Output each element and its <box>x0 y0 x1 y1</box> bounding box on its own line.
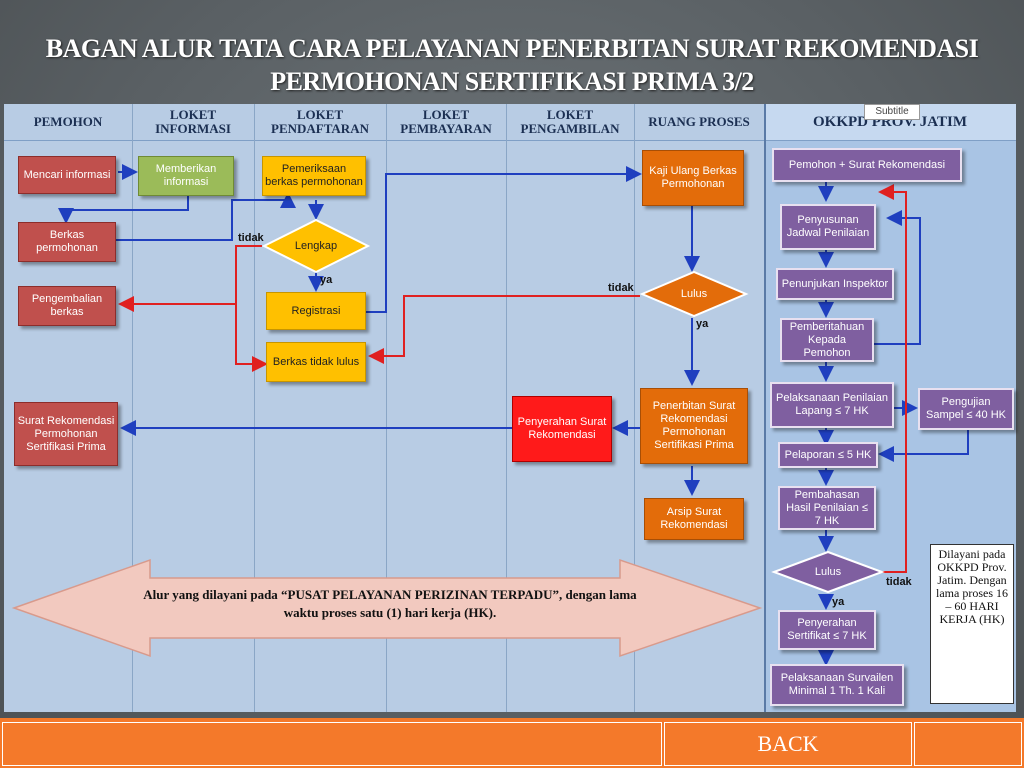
arrow-lulus-ok-tidak <box>878 184 907 573</box>
back-button[interactable]: BACK <box>757 731 819 756</box>
box-berkas-permohonan: Berkas permohonan <box>18 222 116 262</box>
arrow-lengkap-tidak <box>235 245 268 372</box>
box-pelaksanaan-surveilen: Pelaksanaan Survailen Minimal 1 Th. 1 Ka… <box>770 664 904 706</box>
lane-divider <box>506 104 507 712</box>
box-pengembalian-berkas: Pengembalian berkas <box>18 286 116 326</box>
arrow-berkas-to-pemeriksaan <box>116 192 296 241</box>
box-penyerahan-surat: Penyerahan Surat Rekomendasi <box>512 396 612 462</box>
decision-diamonds <box>261 218 885 594</box>
lane-divider <box>254 104 255 712</box>
label-ya-lulus: ya <box>696 318 709 330</box>
lane-header-loket-informasi: LOKET INFORMASI <box>132 104 254 141</box>
label-ya-lulus-okkpd: ya <box>832 596 845 608</box>
box-penunjukan-inspektor: Penunjukan Inspektor <box>776 268 894 300</box>
diamond-lengkap-label: Lengkap <box>294 239 338 252</box>
footer-back-cell <box>664 722 912 766</box>
box-penyusunan-jadwal: Penyusunan Jadwal Penilaian <box>780 204 876 250</box>
label-ya-lengkap: ya <box>320 274 333 286</box>
big-double-arrow <box>11 558 763 658</box>
box-pengujian-sampel: Pengujian Sampel ≤ 40 HK <box>918 388 1014 430</box>
big-arrow-caption: Alur yang dilayani pada “PUSAT PELAYANAN… <box>90 586 690 622</box>
box-pelaporan: Pelaporan ≤ 5 HK <box>778 442 878 468</box>
box-penerbitan-surat: Penerbitan Surat Rekomendasi Permohonan … <box>640 388 748 464</box>
box-pembahasan: Pembahasan Hasil Penilaian ≤ 7 HK <box>778 486 876 530</box>
label-tidak-lulus: tidak <box>608 282 634 294</box>
diamond-lulus-rp <box>639 270 749 318</box>
title-line-1: BAGAN ALUR TATA CARA PELAYANAN PENERBITA… <box>45 34 979 63</box>
box-kaji-ulang: Kaji Ulang Berkas Permohonan <box>642 150 744 206</box>
lane-divider <box>634 104 635 712</box>
diamond-lengkap <box>261 218 371 274</box>
box-pelaksanaan-penilaian: Pelaksanaan Penilaian Lapang ≤ 7 HK <box>770 382 894 428</box>
okkpd-note: Dilayani pada OKKPD Prov. Jatim. Dengan … <box>930 544 1014 704</box>
lane-header-loket-pengambilan: LOKET PENGAMBILAN <box>506 104 634 141</box>
label-tidak-lengkap: tidak <box>238 232 264 244</box>
slide-title: BAGAN ALUR TATA CARA PELAYANAN PENERBITA… <box>0 32 1024 98</box>
subtitle-placeholder: Subtitle <box>864 104 920 120</box>
diamond-lulus-label: Lulus <box>680 287 708 300</box>
big-arrow-caption-line-1: Alur yang dilayani pada “PUSAT PELAYANAN… <box>143 587 637 602</box>
box-surat-rekomendasi: Surat Rekomendasi Permohonan Sertifikasi… <box>14 402 118 466</box>
lane-header-loket-pendaftaran: LOKET PENDAFTARAN <box>254 104 386 141</box>
big-arrow-caption-line-2: waktu proses satu (1) hari kerja (HK). <box>283 605 497 620</box>
box-arsip-surat: Arsip Surat Rekomendasi <box>644 498 744 540</box>
lane-divider <box>386 104 387 712</box>
footer-left-cell <box>2 722 662 766</box>
arrow-lulus-tidak <box>368 295 640 364</box>
box-penyerahan-sertifikat: Penyerahan Sertifikat ≤ 7 HK <box>778 610 876 650</box>
box-pemeriksaan-berkas: Pemeriksaan berkas permohonan <box>262 156 366 196</box>
arrow-registrasi-to-kaji <box>366 166 642 313</box>
lane-header-loket-pembayaran: LOKET PEMBAYARAN <box>386 104 506 141</box>
lane-divider <box>764 104 766 712</box>
box-registrasi: Registrasi <box>266 292 366 330</box>
box-berkas-tidak-lulus: Berkas tidak lulus <box>266 342 366 382</box>
lane-header-pemohon: PEMOHON <box>4 104 132 141</box>
diamond-lulus-okkpd <box>771 550 885 594</box>
lane-header-okkpd: OKKPD PROV. JATIM <box>764 104 1016 141</box>
arrow-pemberitahuan-loop <box>874 210 921 345</box>
arrow-pengujian-to-pelaporan <box>878 430 969 462</box>
diamond-lulus-okkpd-label: Lulus <box>814 565 842 578</box>
box-mencari-informasi: Mencari informasi <box>18 156 116 194</box>
box-pemohon-surat: Pemohon + Surat Rekomendasi <box>772 148 962 182</box>
footer-right-cell <box>914 722 1022 766</box>
box-pemberitahuan: Pemberitahuan Kepada Pemohon <box>780 318 874 362</box>
lane-header-ruang-proses: RUANG PROSES <box>634 104 764 141</box>
title-line-2: PERMOHONAN SERTIFIKASI PRIMA 3/2 <box>270 67 754 96</box>
label-tidak-lulus-okkpd: tidak <box>886 576 912 588</box>
lane-divider <box>132 104 133 712</box>
arrow-memberikan-to-berkas <box>58 196 189 224</box>
box-memberikan-informasi: Memberikan informasi <box>138 156 234 196</box>
